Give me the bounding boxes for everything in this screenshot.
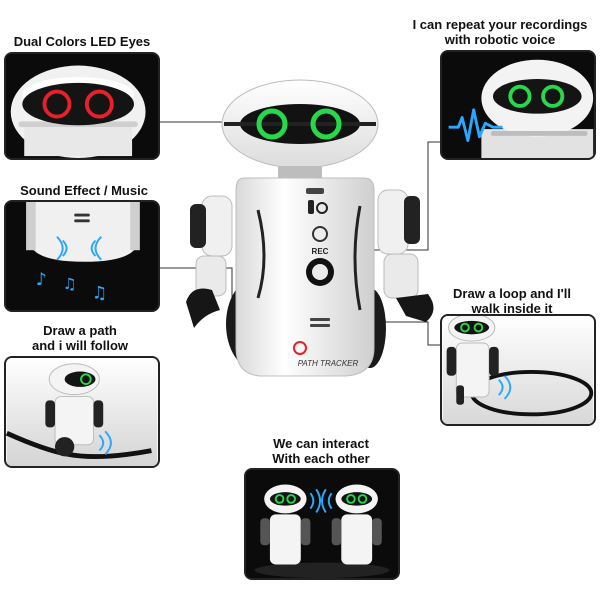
- robot-left-icon: [260, 484, 311, 565]
- label-draw-path: Draw a path and i will follow: [4, 323, 156, 353]
- path-tracker-label: PATH TRACKER: [298, 359, 359, 368]
- robot-left-arm: [186, 195, 233, 328]
- voice-wave-icon: [448, 108, 503, 143]
- music-note-icon: ♫: [92, 283, 108, 303]
- label-interact-line1: We can interact: [273, 436, 369, 451]
- panel-draw-loop: [440, 314, 596, 426]
- label-loop-line1: Draw a loop and I'll: [453, 286, 571, 301]
- robot-head-green-eyes: [442, 52, 594, 158]
- label-repeat-recordings: I can repeat your recordings with roboti…: [402, 17, 598, 47]
- music-note-icon: ♫: [63, 275, 77, 293]
- label-loop-line2: walk inside it: [471, 301, 553, 316]
- rec-button: [312, 226, 328, 242]
- robot-loop-scene: [442, 316, 594, 424]
- panel-interact: [244, 468, 400, 580]
- label-draw-loop: Draw a loop and I'll walk inside it: [432, 286, 592, 316]
- robot-right-icon: [331, 484, 382, 565]
- label-interact-line2: With each other: [272, 451, 370, 466]
- robot-path-scene: [6, 358, 158, 466]
- label-sound-effect: Sound Effect / Music: [20, 183, 148, 198]
- left-eye-icon: [256, 108, 288, 140]
- label-repeat-line1: I can repeat your recordings: [412, 17, 588, 32]
- robot-right-arm: [377, 189, 434, 322]
- panel-sound-effect: ♪ ♫ ♫: [4, 200, 160, 312]
- signal-wave-icon: [309, 488, 333, 513]
- robot-head-red-eyes: [6, 54, 158, 158]
- robots-interacting: [246, 470, 398, 578]
- label-path-line2: and i will follow: [31, 338, 129, 353]
- path-tracker-logo-icon: [293, 341, 307, 355]
- label-interact: We can interact With each other: [236, 436, 406, 466]
- robot-head: [221, 79, 379, 169]
- label-path-line1: Draw a path: [43, 323, 117, 338]
- panel-repeat-recordings: [440, 50, 596, 160]
- robot-body: REC PATH TRACKER: [235, 177, 375, 377]
- right-eye-icon: [310, 108, 342, 140]
- robot-speaker-music: ♪ ♫ ♫: [6, 202, 158, 310]
- label-repeat-line2: with robotic voice: [444, 32, 556, 47]
- sound-wave-icon: [56, 236, 102, 261]
- panel-draw-path: [4, 356, 160, 468]
- panel-led-eyes: [4, 52, 160, 160]
- music-note-icon: ♪: [36, 270, 47, 290]
- rec-label: REC: [312, 247, 329, 256]
- main-robot: REC PATH TRACKER: [186, 79, 434, 377]
- label-led-eyes: Dual Colors LED Eyes: [13, 34, 151, 49]
